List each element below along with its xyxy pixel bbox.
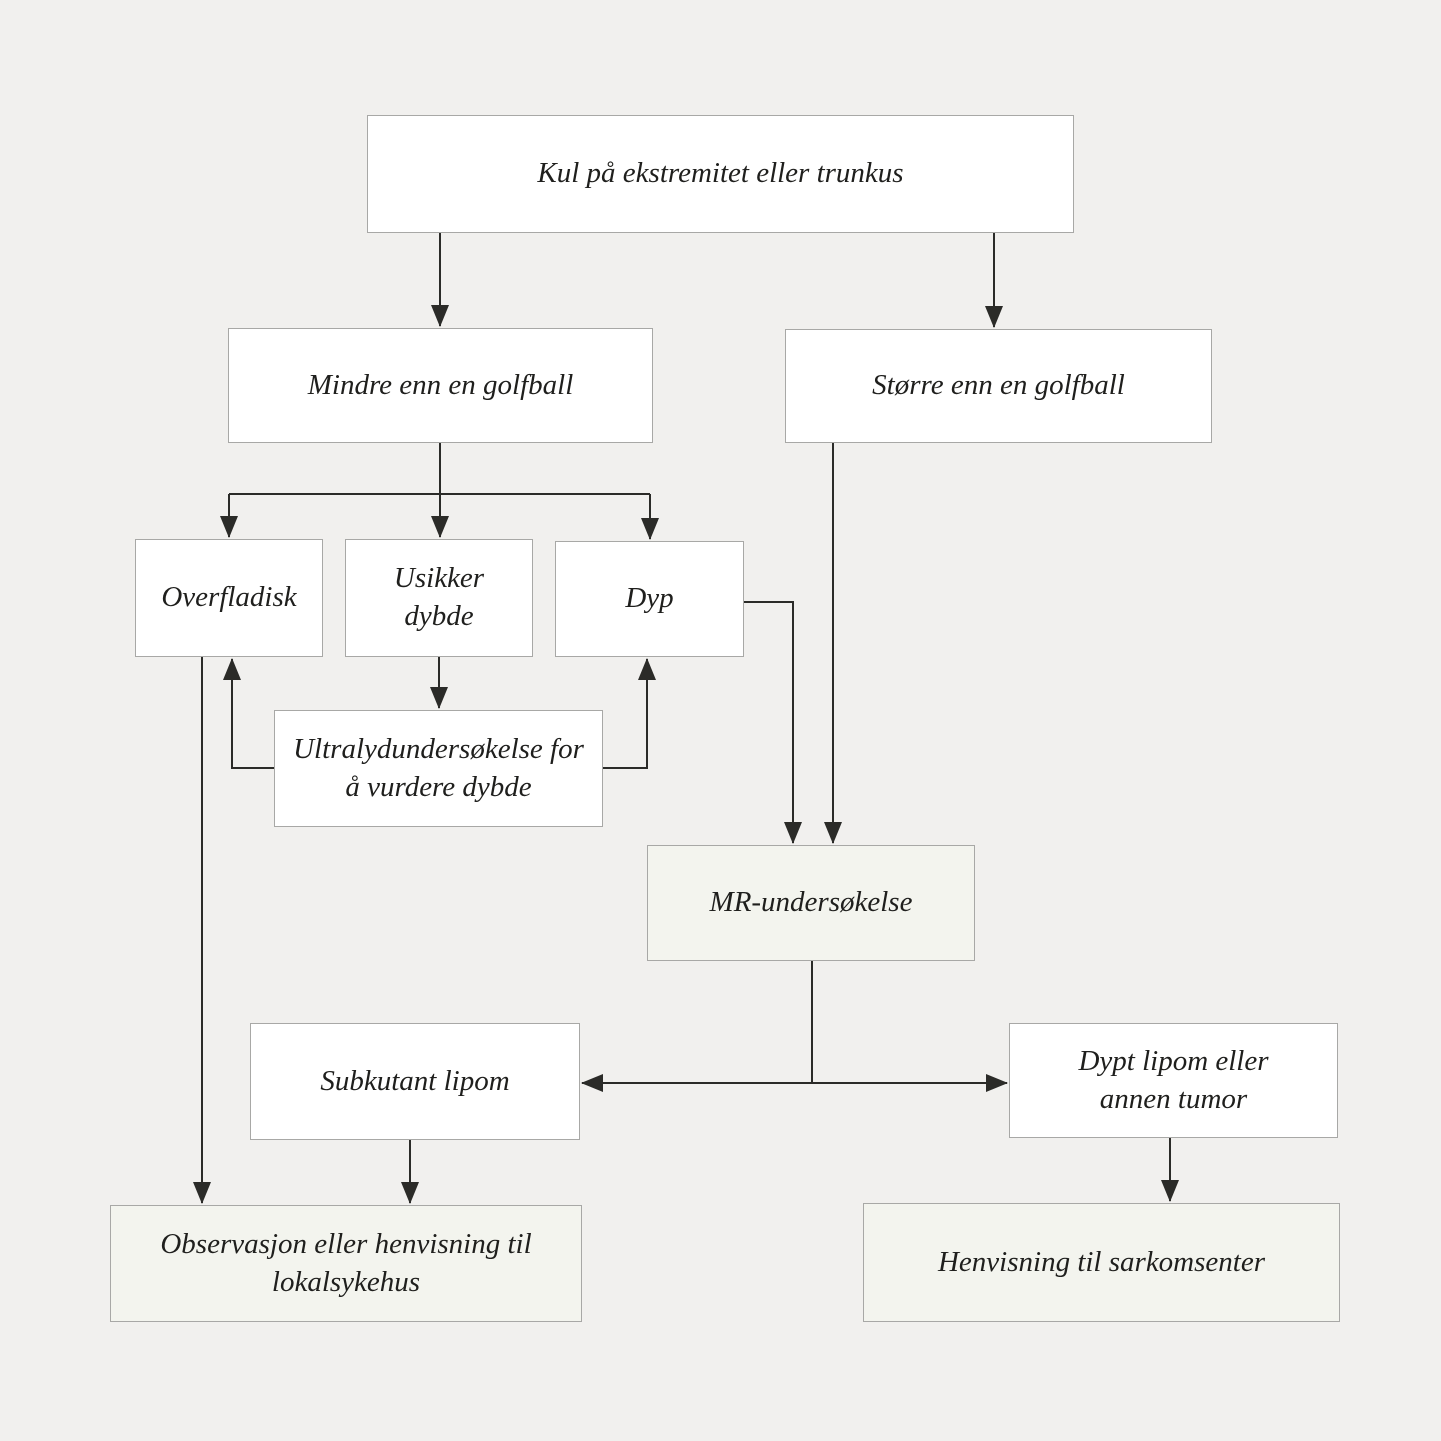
node-mindre-enn-golfball: Mindre enn en golfball	[228, 328, 653, 443]
node-label: Mindre enn en golfball	[307, 368, 574, 401]
node-label: Subkutant lipom	[320, 1064, 510, 1097]
node-kul-pa-ekstremitet: Kul på ekstremitet eller trunkus	[367, 115, 1074, 233]
node-label: Dyp	[625, 582, 674, 615]
node-label: MR-undersøkelse	[709, 886, 913, 919]
node-dypt-lipom-annen-tumor: Dypt lipom eller annen tumor	[1009, 1023, 1338, 1138]
node-label: Dypt lipom eller annen tumor	[1078, 1044, 1269, 1115]
node-label: Større enn en golfball	[872, 369, 1125, 402]
node-label: Henvisning til sarkomsenter	[937, 1245, 1265, 1278]
node-ultralydundersokelse: Ultralydundersøkelse for å vurdere dybde	[274, 710, 603, 827]
node-subkutant-lipom: Subkutant lipom	[250, 1023, 580, 1140]
node-overfladisk: Overfladisk	[135, 539, 323, 657]
node-label: Overfladisk	[161, 581, 297, 614]
node-mr-undersokelse: MR-undersøkelse	[647, 845, 975, 961]
node-label: Kul på ekstremitet eller trunkus	[537, 157, 904, 190]
node-label: Observasjon eller henvisning til lokalsy…	[160, 1227, 532, 1298]
node-usikker-dybde: Usikker dybde	[345, 539, 533, 657]
node-storre-enn-golfball: Større enn en golfball	[785, 329, 1212, 443]
node-henvisning-sarkomsenter: Henvisning til sarkomsenter	[863, 1203, 1340, 1322]
node-dyp: Dyp	[555, 541, 744, 657]
node-label: Usikker dybde	[393, 562, 485, 632]
node-observasjon-lokalsykehus: Observasjon eller henvisning til lokalsy…	[110, 1205, 582, 1322]
node-label: Ultralydundersøkelse for å vurdere dybde	[293, 732, 584, 803]
